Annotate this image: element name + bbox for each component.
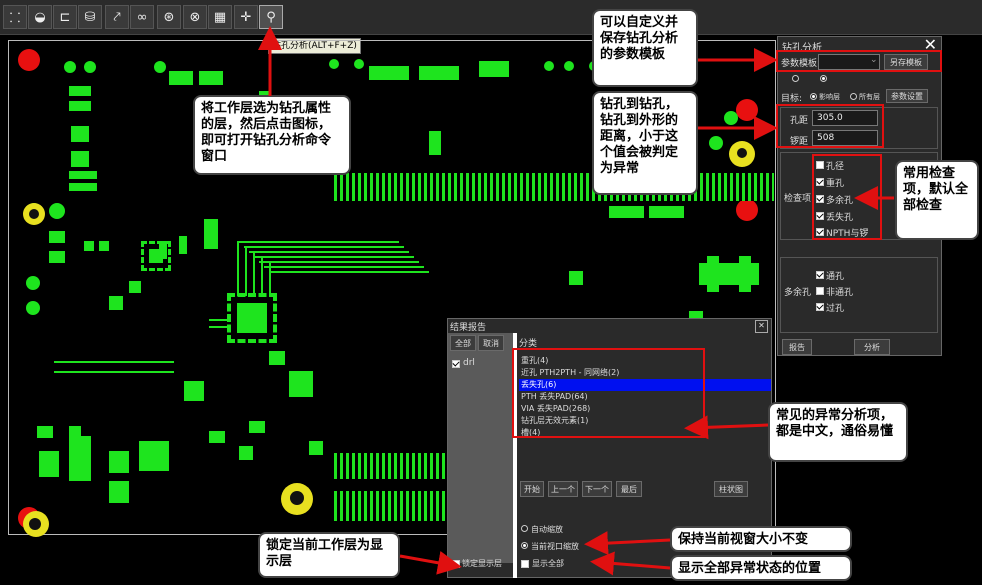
param-settings-button[interactable]: 参数设置 <box>886 89 928 103</box>
crosshair-icon[interactable]: ✛ <box>234 5 258 29</box>
check-item-label: 重孔 <box>826 179 845 189</box>
tooltip: 钻孔分析(ALT+F+Z) <box>268 38 361 54</box>
prev-button[interactable]: 上一个 <box>548 481 578 497</box>
route-icon[interactable]: ⤤ <box>105 5 129 29</box>
report-button[interactable]: 报告 <box>782 339 812 355</box>
netlist-icon[interactable]: ⊏ <box>53 5 77 29</box>
category-item[interactable]: 重孔(4) <box>521 356 549 365</box>
fiducial-mark <box>736 199 758 221</box>
panel-title: 钻孔分析 <box>782 43 822 54</box>
chevron-down-icon: ⌄ <box>870 55 878 65</box>
database-icon[interactable]: ⛁ <box>78 5 102 29</box>
close-icon[interactable]: ✕ <box>923 35 937 54</box>
callout-lock: 锁定当前工作层为显示层 <box>258 532 400 578</box>
histogram-button[interactable]: 柱状图 <box>714 481 748 497</box>
last-button[interactable]: 最后 <box>616 481 642 497</box>
target-radio-affected[interactable] <box>810 93 817 100</box>
fiducial-mark <box>736 99 758 121</box>
panel-title: 结果报告 <box>450 323 487 333</box>
check-missing-checkbox[interactable] <box>816 212 824 220</box>
first-button[interactable]: 开始 <box>520 481 544 497</box>
extra-hole-label: 非通孔 <box>826 288 854 298</box>
category-item[interactable]: VIA 丢失PAD(268) <box>521 404 591 413</box>
select-all-button[interactable]: 全部 <box>450 335 476 351</box>
close-icon[interactable]: ✕ <box>755 320 768 333</box>
check-item-label: 多余孔 <box>826 196 854 206</box>
extra-holes-label: 多余孔 <box>784 288 812 298</box>
callout-anomalies: 常见的异常分析项，都是中文，通俗易懂 <box>768 402 908 462</box>
save-template-button[interactable]: 另存模板 <box>884 54 928 70</box>
extra-hole-label: 通孔 <box>826 272 845 282</box>
layer-stack-icon[interactable]: ◒ <box>28 5 52 29</box>
fiducial-mark <box>18 49 40 71</box>
magnifier-icon[interactable]: ⚲ <box>259 5 283 29</box>
gear-circle-icon[interactable]: ⊛ <box>157 5 181 29</box>
arrow <box>584 531 671 556</box>
toolbar: ⸬ ◒ ⊏ ⛁ ⤤ ∞ ⊛ ⊗ ▦ ✛ ⚲ <box>0 0 982 35</box>
callout-checks: 常用检查项，默认全部检查 <box>895 160 979 240</box>
category-item[interactable]: 丢失孔(6) <box>519 379 771 391</box>
check-item-label: NPTH与锣 <box>826 229 869 239</box>
next-button[interactable]: 下一个 <box>582 481 612 497</box>
show-all-label: 显示全部 <box>532 559 564 568</box>
extra-holes-group <box>780 257 938 333</box>
layer-checkbox[interactable] <box>452 360 460 368</box>
current-view-label: 当前视口缩放 <box>531 542 579 551</box>
category-header: 分类 <box>519 339 538 349</box>
show-all-checkbox[interactable] <box>521 560 529 568</box>
current-view-radio[interactable] <box>521 542 528 549</box>
category-item[interactable]: PTH 丢失PAD(64) <box>521 392 588 401</box>
splitter[interactable] <box>513 333 517 578</box>
distance-group <box>780 107 938 149</box>
callout-keep-view: 保持当前视窗大小不变 <box>670 526 852 552</box>
hole-distance-label: 孔距 <box>790 116 809 126</box>
check-duplicate-checkbox[interactable] <box>816 178 824 186</box>
category-item[interactable]: 槽(4) <box>521 428 541 437</box>
callout-show-all: 显示全部异常状态的位置 <box>670 555 852 581</box>
chain-link-icon[interactable]: ∞ <box>130 5 154 29</box>
callout-template: 可以自定义并保存钻孔分析的参数模板 <box>592 9 698 87</box>
lock-layer-label: 锁定显示层 <box>462 559 502 568</box>
layer-name: drl <box>463 358 475 368</box>
check-npth-checkbox[interactable] <box>816 228 824 236</box>
target-option-all: 所有层 <box>859 93 880 101</box>
via-checkbox[interactable] <box>816 303 824 311</box>
auto-zoom-radio[interactable] <box>521 525 528 532</box>
arrow <box>684 415 769 440</box>
non-through-hole-checkbox[interactable] <box>816 287 824 295</box>
template-select[interactable] <box>818 54 880 70</box>
unit-radio-mm[interactable] <box>820 75 827 82</box>
arrow <box>399 551 462 575</box>
callout-distance: 钻孔到钻孔，钻孔到外形的距离，小于这个值会被判定为异常 <box>592 91 698 195</box>
extra-hole-label: 过孔 <box>826 304 845 314</box>
target-label: 目标: <box>781 94 803 104</box>
layer-list <box>448 333 513 563</box>
template-label: 参数模板: <box>781 59 821 69</box>
unit-radio-mil[interactable] <box>792 75 799 82</box>
category-item[interactable]: 钻孔层无效元素(1) <box>521 416 589 425</box>
check-extra-checkbox[interactable] <box>816 195 824 203</box>
category-item[interactable]: 近孔 PTH2PTH - 同网络(2) <box>521 368 620 377</box>
component-icon[interactable]: ▦ <box>208 5 232 29</box>
wheel-icon[interactable]: ⊗ <box>183 5 207 29</box>
routing-distance-input[interactable]: 508 <box>812 130 878 146</box>
highlight-categories <box>512 348 705 438</box>
hole-distance-input[interactable]: 305.0 <box>812 110 878 126</box>
check-item-label: 孔径 <box>826 162 845 172</box>
cancel-button[interactable]: 取消 <box>478 335 504 351</box>
target-radio-all[interactable] <box>850 93 857 100</box>
through-hole-checkbox[interactable] <box>816 271 824 279</box>
routing-distance-label: 锣距 <box>790 137 809 147</box>
check-hole-size-checkbox[interactable] <box>816 161 824 169</box>
arrow <box>590 551 671 576</box>
target-option-affected: 影响层 <box>819 93 840 101</box>
analyze-button[interactable]: 分析 <box>854 339 890 355</box>
drill-path-icon[interactable]: ⸬ <box>3 5 27 29</box>
check-item-label: 丢失孔 <box>826 213 854 223</box>
auto-zoom-label: 自动缩放 <box>531 525 563 534</box>
callout-layer: 将工作层选为钻孔属性的层，然后点击图标，即可打开钻孔分析命令窗口 <box>193 95 351 175</box>
check-items-label: 检查项 <box>784 194 812 204</box>
